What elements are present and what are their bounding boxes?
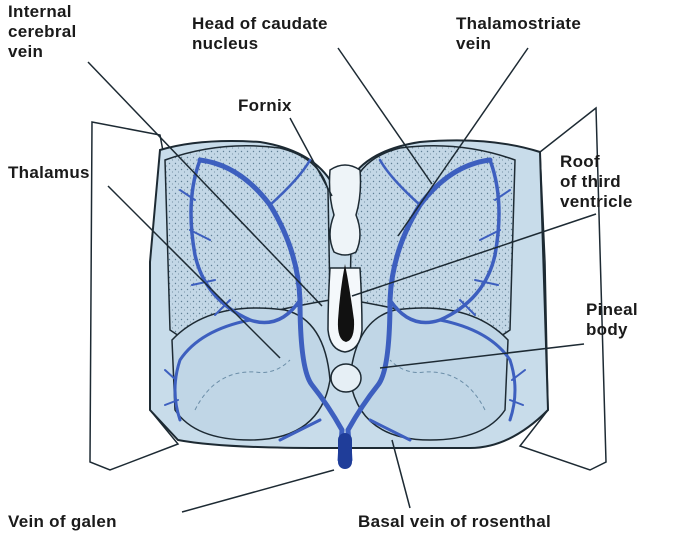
- label-internal-cerebral-vein: Internal cerebral vein: [8, 2, 77, 62]
- label-thalamus: Thalamus: [8, 163, 90, 183]
- label-basal-vein-of-rosenthal: Basal vein of rosenthal: [358, 512, 551, 532]
- label-fornix: Fornix: [238, 96, 292, 116]
- label-thalamostriate-vein: Thalamostriate vein: [456, 14, 581, 54]
- label-vein-of-galen: Vein of galen: [8, 512, 117, 532]
- third-ventricle: [328, 264, 362, 352]
- fornix-shape: [330, 165, 361, 255]
- pineal-body: [331, 364, 361, 392]
- label-roof-of-third-ventricle: Roof of third ventricle: [560, 152, 633, 212]
- label-head-of-caudate: Head of caudate nucleus: [192, 14, 328, 54]
- label-pineal-body: Pineal body: [586, 300, 638, 340]
